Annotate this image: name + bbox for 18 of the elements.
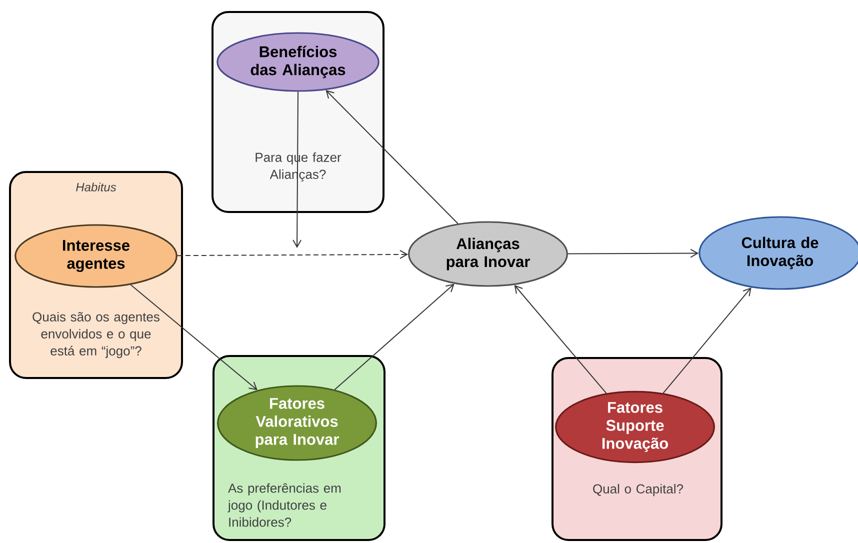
ellipse-node: Alianças para Inovar: [408, 221, 568, 287]
ellipse-node: Fatores Suporte Inovação: [555, 390, 715, 464]
ellipse-node: Interesse agentes: [14, 224, 178, 288]
heading-text: Habitus: [76, 182, 116, 192]
ellipse-node: Benefícios das Alianças: [216, 32, 380, 92]
ellipse-node: Fatores Valorativos para Inovar: [217, 385, 377, 461]
arrow: [176, 250, 408, 259]
question-text: As preferências em jogo (Indutores e Inibidores?: [228, 483, 341, 527]
arrow: [662, 287, 752, 394]
arrow: [326, 90, 458, 224]
question-text: Quais são os agentes envolvidos e o que está em “jogo”?: [32, 312, 160, 358]
ellipse-node: Cultura de Inovação: [698, 216, 858, 290]
question-text: Qual o Capital?: [593, 484, 684, 496]
arrow: [130, 284, 258, 390]
arrow: [514, 284, 607, 394]
arrow: [334, 284, 454, 390]
arrow: [292, 91, 302, 248]
arrow: [568, 248, 699, 258]
